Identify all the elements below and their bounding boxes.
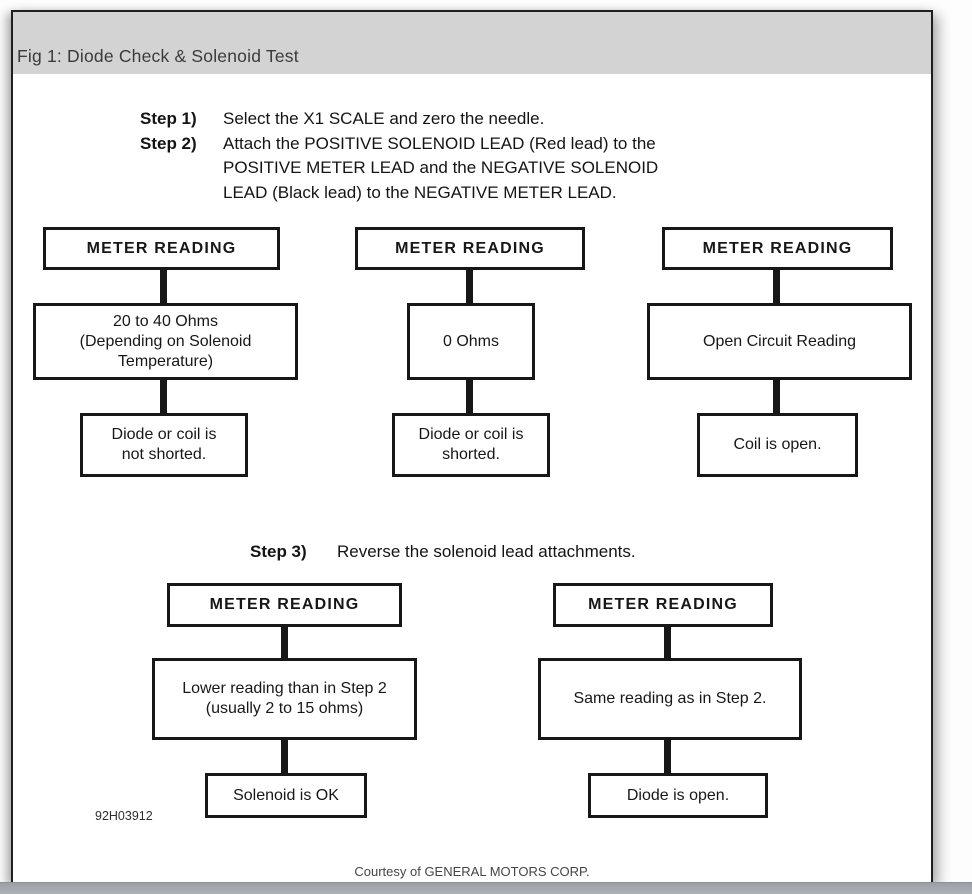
figure-window: Fig 1: Diode Check & Solenoid Test Step …: [11, 10, 933, 883]
step-3-text: Reverse the solenoid lead attachments.: [337, 542, 636, 561]
connector: [773, 267, 780, 306]
figure-title: Fig 1: Diode Check & Solenoid Test: [17, 46, 299, 66]
connector: [664, 624, 671, 661]
step-2-text: Attach the POSITIVE SOLENOID LEAD (Red l…: [223, 133, 659, 202]
meter-reading-box-col1: METER READING: [43, 227, 280, 270]
step-2: Step 2) Attach the POSITIVE SOLENOID LEA…: [140, 132, 658, 206]
meter-reading-box-col2: METER READING: [355, 227, 585, 270]
step-1-text: Select the X1 SCALE and zero the needle.: [223, 109, 545, 128]
result-box-col3: Coil is open.: [697, 413, 858, 477]
horizontal-scrollbar[interactable]: [0, 882, 972, 894]
step-1-label: Step 1): [140, 109, 197, 128]
meter-reading-box-col4: METER READING: [167, 583, 402, 627]
result-box-col4: Solenoid is OK: [205, 773, 367, 818]
courtesy-credit: Courtesy of GENERAL MOTORS CORP.: [354, 864, 590, 879]
reading-box-col5: Same reading as in Step 2.: [538, 658, 802, 740]
reading-box-col4: Lower reading than in Step 2 (usually 2 …: [152, 658, 417, 740]
result-box-col5: Diode is open.: [588, 773, 768, 818]
connector: [160, 267, 167, 306]
connector: [466, 267, 473, 306]
connector: [466, 377, 473, 416]
figure-titlebar: Fig 1: Diode Check & Solenoid Test: [13, 12, 931, 74]
reading-box-col1: 20 to 40 Ohms (Depending on Solenoid Tem…: [33, 303, 298, 380]
instruction-steps: Step 1) Select the X1 SCALE and zero the…: [140, 107, 658, 205]
meter-reading-box-col5: METER READING: [553, 583, 773, 627]
step-1: Step 1) Select the X1 SCALE and zero the…: [140, 107, 658, 132]
result-box-col1: Diode or coil is not shorted.: [80, 413, 248, 477]
connector: [773, 377, 780, 416]
figure-code: 92H03912: [95, 809, 153, 823]
reading-box-col3: Open Circuit Reading: [647, 303, 912, 380]
meter-reading-box-col3: METER READING: [662, 227, 893, 270]
connector: [281, 737, 288, 776]
result-box-col2: Diode or coil is shorted.: [392, 413, 550, 477]
step-3-label: Step 3): [250, 542, 307, 561]
step-2-label: Step 2): [140, 133, 197, 153]
connector: [281, 624, 288, 661]
reading-box-col2: 0 Ohms: [407, 303, 535, 380]
step-3: Step 3) Reverse the solenoid lead attach…: [250, 540, 636, 564]
connector: [664, 737, 671, 776]
connector: [160, 377, 167, 416]
